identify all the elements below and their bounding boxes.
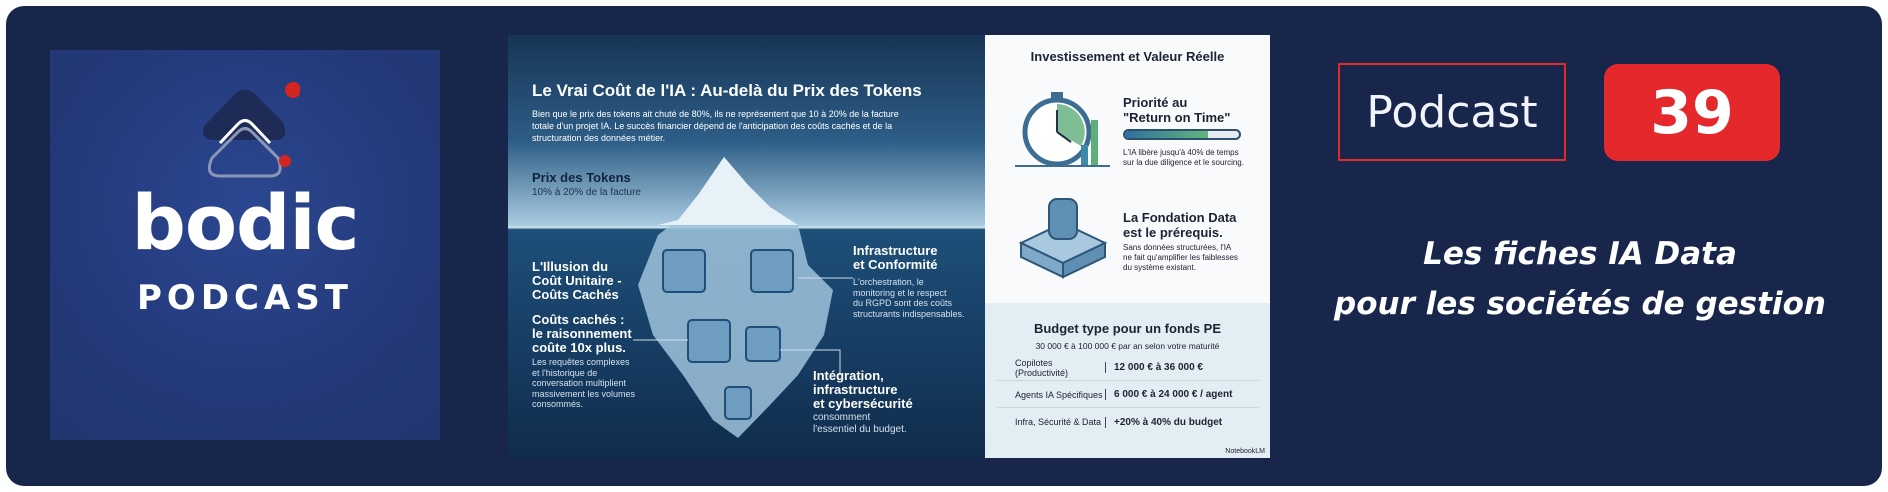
tip-title: Prix des Tokens <box>532 170 631 185</box>
budget-value: 12 000 € à 36 000 € <box>1105 362 1203 373</box>
hidden-desc-line: consommés. <box>532 399 584 409</box>
rot-title-line: "Return on Time" <box>1123 110 1231 125</box>
infra-desc-line: du RGPD sont des coûts <box>853 298 953 308</box>
person-icon-row-label: Copilotes (Productivité) <box>1015 357 1069 378</box>
value-title: Investissement et Valeur Réelle <box>1030 49 1225 64</box>
hub-icon <box>687 319 731 363</box>
iceberg-illustration <box>633 157 853 438</box>
integ-desc-line: l'essentiel du budget. <box>813 424 907 435</box>
return-on-time-progress <box>1123 129 1241 140</box>
episode-number-badge: 39 <box>1604 64 1780 161</box>
data-desc-line: ne fait qu'amplifier les faiblesses <box>1123 253 1238 262</box>
infra-desc-line: L'orchestration, le <box>853 277 924 287</box>
subtitle-line-2: pour les sociétés de gestion <box>1334 286 1826 322</box>
logo-dot <box>279 155 291 167</box>
illusion-line: Coûts Cachés <box>532 287 619 302</box>
hidden-desc-line: massivement les volumes <box>532 388 636 399</box>
hidden-desc-line: Les requêtes complexes <box>532 357 630 367</box>
hidden-title-line: Coûts cachés : <box>532 312 625 327</box>
iceberg-panel: Le Vrai Coût de l'IA : Au-delà du Prix d… <box>508 35 985 458</box>
intro-line: structuration des données métier. <box>532 133 666 143</box>
podcast-label: Podcast <box>1338 63 1566 161</box>
database-icon <box>745 326 781 362</box>
integ-title-line: et cybersécurité <box>813 396 913 411</box>
tip-sub: 10% à 20% de la facture <box>532 187 641 198</box>
integ-title-line: infrastructure <box>813 382 898 397</box>
hidden-title-line: le raisonnement <box>532 326 632 341</box>
data-title-line: est le prérequis. <box>1123 225 1223 240</box>
integ-desc-line: consomment <box>813 412 871 423</box>
data-desc-line: Sans données structurées, l'IA <box>1123 243 1232 252</box>
data-foundation-icon <box>1018 198 1108 279</box>
logo-house-icon <box>202 82 300 178</box>
intro-line: totale d'un projet IA. Le succès financi… <box>532 121 893 131</box>
rot-desc-line: L'IA libère jusqu'à 40% de temps <box>1123 148 1239 157</box>
search-chart-icon <box>662 249 706 293</box>
intro-line: Bien que le prix des tokens ait chuté de… <box>532 109 899 119</box>
hidden-desc-line: conversation multiplient <box>532 378 627 388</box>
database-shield-icon-row-label: Infra, Sécurité & Data <box>1015 417 1102 427</box>
infographic-image: Le Vrai Coût de l'IA : Au-delà du Prix d… <box>508 35 1270 458</box>
stopwatch-icon <box>1015 92 1110 167</box>
illusion-line: L'Illusion du <box>532 259 609 274</box>
database-small-icon <box>724 386 752 420</box>
data-title-line: La Fondation Data <box>1123 210 1237 225</box>
rot-desc-line: sur la due diligence et le sourcing. <box>1123 158 1244 167</box>
logo-tagline: PODCAST <box>137 278 353 318</box>
infra-desc-line: monitoring et le respect <box>853 287 947 298</box>
network-gear-icon <box>750 249 794 293</box>
subtitle-line-1: Les fiches IA Data <box>1423 236 1737 272</box>
rot-title-line: Priorité au <box>1123 95 1188 110</box>
data-desc-line: du système existant. <box>1123 263 1196 272</box>
value-panel: Investissement et Valeur Réelle Priorité… <box>985 35 1270 458</box>
budget-row: Infra, Sécurité & Data+20% à 40% du budg… <box>997 409 1259 435</box>
notebooklm-credit: NotebookLM <box>1225 448 1265 455</box>
budget-title: Budget type pour un fonds PE <box>1033 321 1222 336</box>
ai-head-icon-row-label: Agents IA Spécifiques <box>1015 389 1103 400</box>
bodic-podcast-logo: bodic PODCAST <box>50 50 440 440</box>
budget-value: 6 000 € à 24 000 € / agent <box>1105 389 1232 400</box>
logo-brand: bodic <box>131 178 359 267</box>
budget-value: +20% à 40% du budget <box>1105 416 1222 428</box>
budget-sub: 30 000 € à 100 000 € par an selon votre … <box>1035 341 1220 351</box>
infra-title-line: et Conformité <box>853 257 938 272</box>
hidden-title-line: coûte 10x plus. <box>532 340 626 355</box>
infra-title-line: Infrastructure <box>853 243 938 258</box>
budget-row: Copilotes (Productivité) 12 000 € à 36 00… <box>997 355 1259 381</box>
infographic-title: Le Vrai Coût de l'IA : Au-delà du Prix d… <box>532 81 922 100</box>
integ-title-line: Intégration, <box>813 368 884 383</box>
hidden-desc-line: et l'historique de <box>532 367 598 378</box>
budget-section: Budget type pour un fonds PE 30 000 € à … <box>985 303 1270 458</box>
illusion-line: Coût Unitaire - <box>532 273 622 288</box>
infra-desc-line: structurants indispensables. <box>853 308 965 319</box>
